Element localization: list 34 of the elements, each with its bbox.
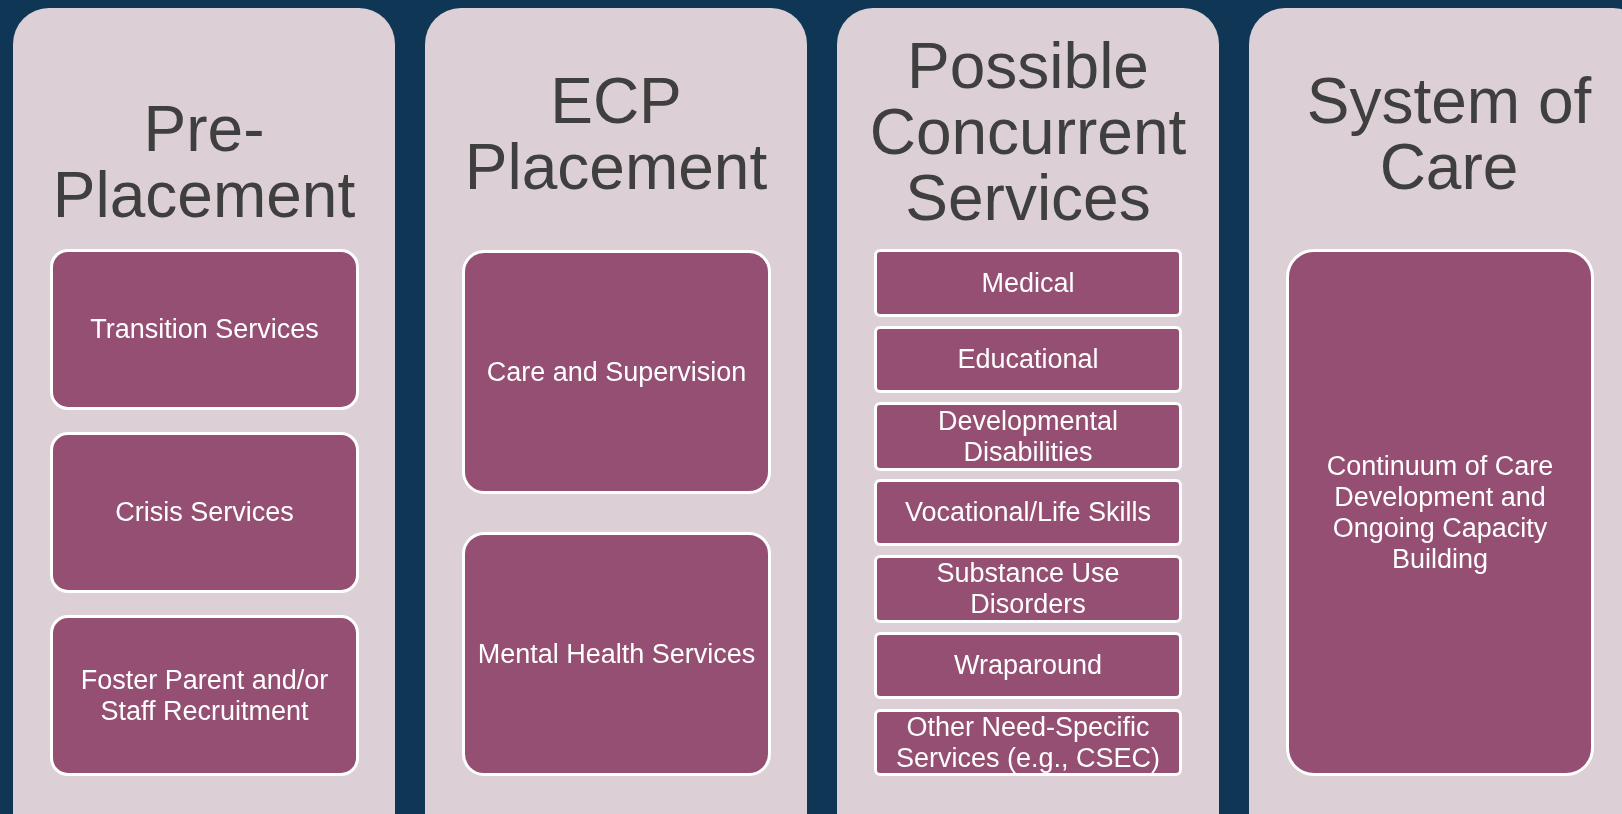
service-box	[50, 249, 359, 410]
service-label: Care and Supervision	[486, 356, 747, 388]
service-label: Wraparound	[953, 650, 1103, 681]
column-heading: Possible Concurrent Services	[868, 33, 1188, 231]
service-box	[462, 532, 771, 776]
column-heading: System of Care	[1305, 68, 1593, 200]
column-panel	[1249, 8, 1622, 814]
column-panel	[13, 8, 395, 814]
service-label: Medical	[981, 267, 1075, 299]
service-label: Crisis Services	[115, 497, 294, 528]
service-label: Mental Health Services	[477, 638, 756, 670]
service-box	[874, 709, 1182, 776]
column-heading: ECP Placement	[463, 68, 769, 200]
service-label: Transition Services	[90, 314, 319, 345]
service-label: Foster Parent and/or Staff Recruitment	[79, 664, 330, 727]
service-box	[1286, 249, 1594, 776]
service-box	[874, 249, 1182, 317]
service-box	[50, 432, 359, 593]
service-label: Vocational/Life Skills	[904, 497, 1152, 528]
service-label: Substance Use Disorders	[935, 558, 1121, 620]
column-heading: Pre-Placement	[51, 96, 357, 228]
service-label: Educational	[957, 344, 1099, 375]
column-panel	[837, 8, 1219, 814]
service-box	[874, 326, 1182, 393]
service-box	[874, 555, 1182, 623]
service-box	[874, 479, 1182, 546]
service-label: Developmental Disabilities	[936, 405, 1120, 468]
column-panel	[425, 8, 807, 814]
service-box	[874, 632, 1182, 699]
service-box	[874, 402, 1182, 471]
service-label: Other Need-Specific Services (e.g., CSEC)	[894, 711, 1162, 774]
service-label: Continuum of Care Development and Ongoing Capacity Building	[1325, 450, 1555, 575]
service-box	[50, 615, 359, 776]
service-box	[462, 250, 771, 494]
